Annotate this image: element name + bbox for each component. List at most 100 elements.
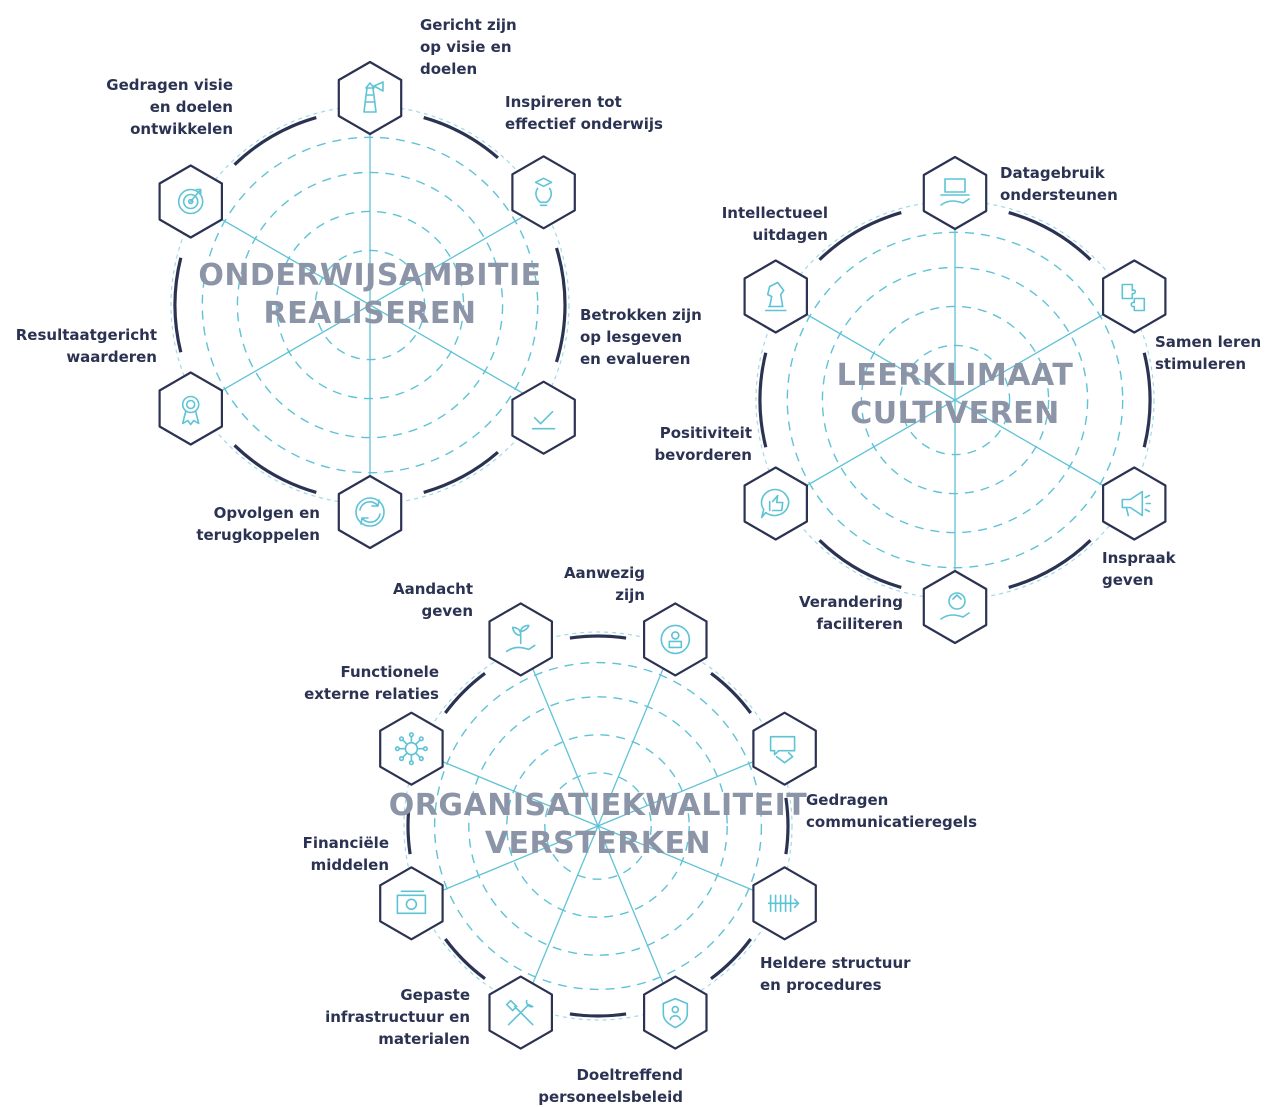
wheel-spoke <box>954 399 1125 499</box>
segment-hexagon <box>379 866 444 941</box>
wheel-title-line: REALISEREN <box>264 296 477 331</box>
segment-label-line: personeelsbeleid <box>538 1088 683 1106</box>
segment-hexagon <box>511 380 576 455</box>
wheel-spoke <box>422 825 599 900</box>
wheel-spoke <box>369 206 540 306</box>
wheel-rim-arc <box>423 450 499 494</box>
segment-label-line: zijn <box>615 586 645 604</box>
wheel-spoke <box>597 752 774 827</box>
segment-leerklimaat-4: Verandering faciliteren <box>799 569 988 645</box>
segment-label-line: faciliteren <box>816 615 903 633</box>
segment-label-line: Gedragen <box>806 791 888 809</box>
wheel-spoke <box>422 752 599 827</box>
wheel-spoke <box>369 304 540 404</box>
speech-bubbles-handshake-icon <box>769 735 796 764</box>
person-badge-icon <box>660 624 691 655</box>
segment-label-line: middelen <box>311 856 389 874</box>
wheel-inner-ring <box>506 734 690 918</box>
wheel-rim-arc <box>710 672 752 714</box>
segment-label-line: op lesgeven <box>580 328 682 346</box>
segment-label-line: Verandering <box>799 593 903 611</box>
wheel-rim-arc <box>710 938 752 980</box>
segment-hexagon <box>743 259 808 334</box>
wheel-spoke <box>785 301 956 401</box>
segment-onderwijsambitie-5: Resultaatgericht waarderen <box>16 326 223 446</box>
segment-hexagon <box>337 60 403 136</box>
segment-hexagon <box>337 474 403 550</box>
wheel-spoke <box>597 825 774 900</box>
segment-label-line: ondersteunen <box>1000 186 1118 204</box>
wheel-rim-arc <box>423 116 499 160</box>
wheel-spoke <box>785 399 956 499</box>
segment-label-line: Resultaatgericht <box>16 326 157 344</box>
segment-label-line: Datagebruik <box>1000 164 1106 182</box>
wheel-rim-arc <box>233 116 317 166</box>
segment-label-line: ontwikkelen <box>130 120 233 138</box>
wheel-rim-arc <box>1008 539 1092 589</box>
segment-hexagon <box>1102 466 1167 541</box>
segment-label-line: uitdagen <box>753 226 828 244</box>
chess-knight-icon <box>764 281 787 312</box>
wheel-inner-ring <box>433 661 763 991</box>
lightbulb-graduation-icon <box>534 177 553 207</box>
shield-person-icon <box>662 997 689 1029</box>
thumbs-up-bubble-icon <box>760 488 790 519</box>
segment-label: Verandering faciliteren <box>799 593 903 633</box>
segment-label: Gedragen communicatieregels <box>806 791 977 831</box>
segment-label-line: Aandacht <box>393 580 473 598</box>
segment-hexagon <box>922 569 988 645</box>
segment-hexagon <box>752 711 817 786</box>
segment-label-line: Inspireren tot <box>505 93 622 111</box>
segment-label: Resultaatgericht waarderen <box>16 326 157 366</box>
wheel-title-line: ONDERWIJSAMBITIE <box>198 258 541 293</box>
wheel-title-line: LEERKLIMAAT <box>837 358 1074 393</box>
wheel-rim-arc <box>784 797 790 855</box>
segment-hexagon <box>922 155 988 231</box>
wheel-title-line: ORGANISATIEKWALITEIT <box>389 788 807 823</box>
wheel-rim-arc <box>818 539 902 589</box>
segment-label-line: waarderen <box>66 348 157 366</box>
segment-label-line: en procedures <box>760 976 882 994</box>
award-rosette-icon <box>181 395 200 426</box>
wheel-title-line: CULTIVEREN <box>850 396 1060 431</box>
segment-organisatiekwaliteit-2: Gedragen communicatieregels <box>752 711 977 831</box>
segment-label-line: Gedragen visie <box>106 76 233 94</box>
wheel-rim-arc <box>1008 211 1092 261</box>
wheel-spoke <box>524 650 599 827</box>
segment-label-line: Opvolgen en <box>214 504 320 522</box>
segment-label-line: Positiviteit <box>660 424 752 442</box>
wheel-rim-arc <box>444 672 486 714</box>
segment-onderwijsambitie-6: Gedragen visie en doelen ontwikkelen <box>106 76 233 239</box>
plant-hand-icon <box>505 624 536 653</box>
network-nodes-icon <box>394 732 428 766</box>
wheel-rim-arc <box>173 257 183 353</box>
wheel-inner-ring <box>544 772 652 880</box>
segment-label-line: en doelen <box>150 98 233 116</box>
segment-label-line: communicatieregels <box>806 813 977 831</box>
wheel-title-line: VERSTERKEN <box>485 826 711 861</box>
